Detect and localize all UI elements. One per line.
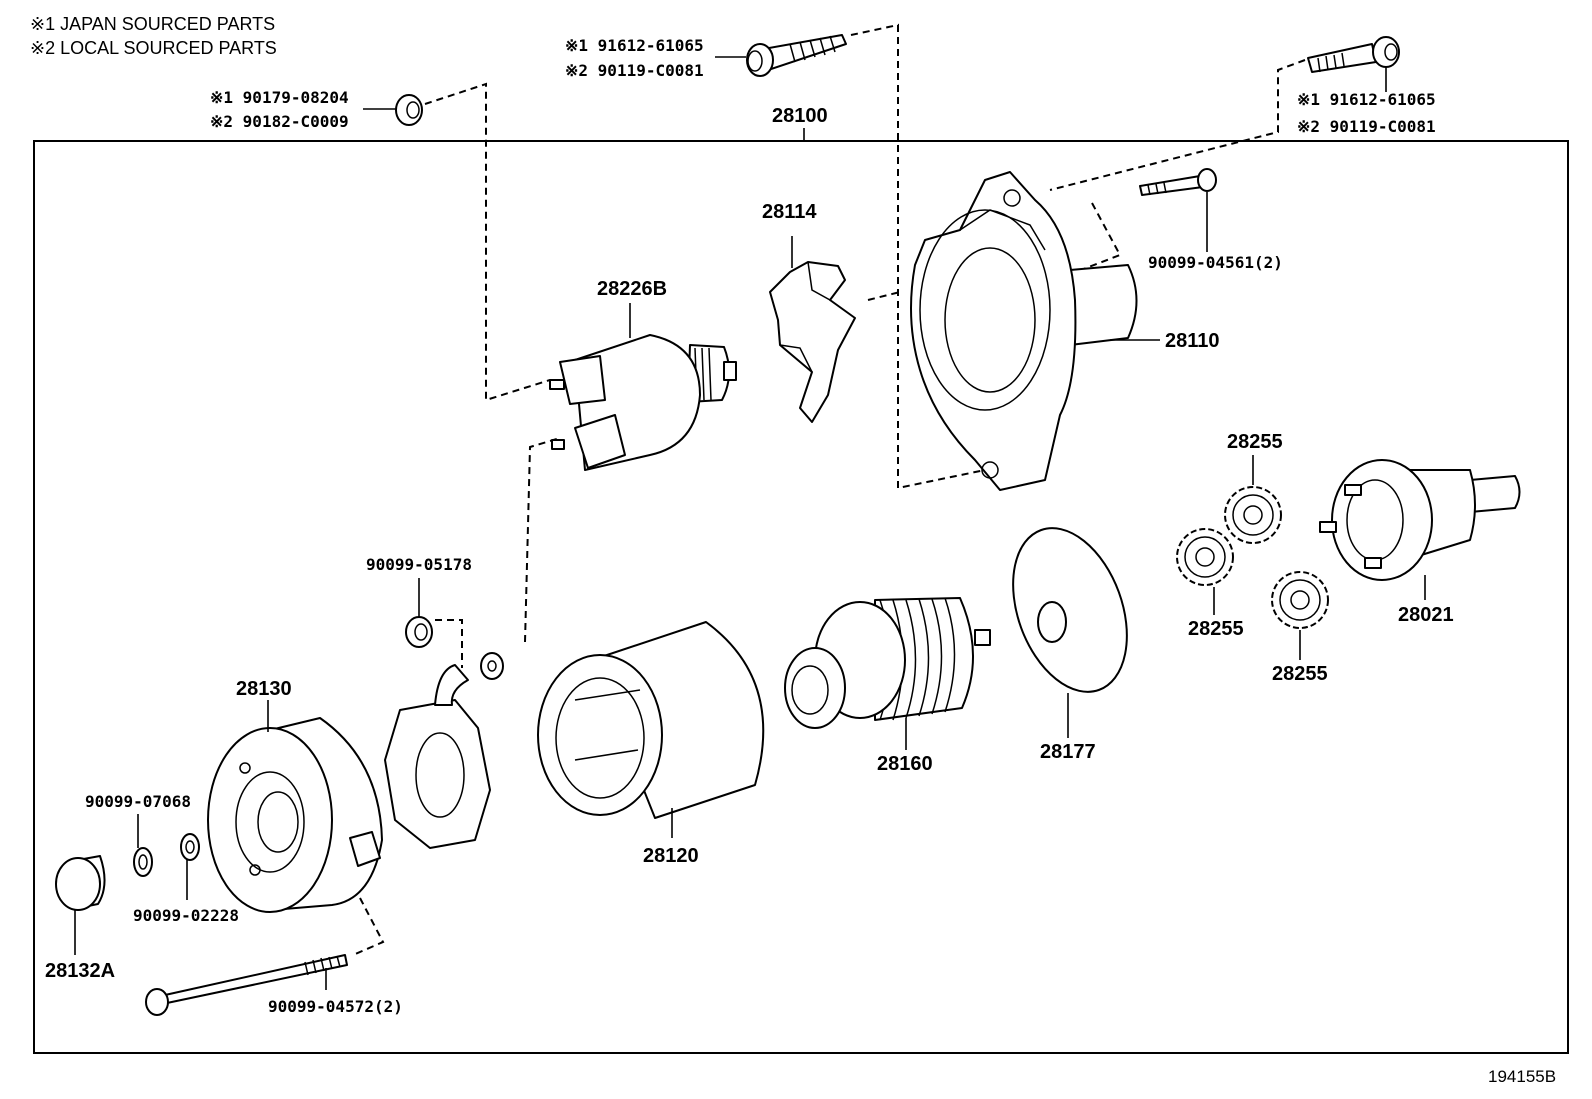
label-28130: 28130: [236, 678, 292, 700]
solenoid-icon: [549, 334, 737, 471]
nut-05178-icon: [405, 616, 433, 648]
gear-icon: [1271, 571, 1329, 629]
lever-icon: [769, 261, 856, 423]
armature-icon: [784, 597, 991, 729]
label-28120: 28120: [643, 845, 699, 867]
label-nut-japan: ※1 90179-08204: [210, 88, 349, 107]
planetary-shaft-icon: [1319, 459, 1521, 581]
label-28160: 28160: [877, 753, 933, 775]
label-28177: 28177: [1040, 741, 1096, 763]
label-28110: 28110: [1165, 330, 1220, 352]
bolt-top-icon: [746, 34, 847, 77]
label-washer-02228: 90099-02228: [133, 906, 239, 925]
label-28255-bottom: 28255: [1272, 663, 1328, 685]
plate-icon: [1012, 527, 1128, 693]
label-nut-local: ※2 90182-C0009: [210, 112, 349, 131]
end-frame-icon: [207, 717, 383, 913]
nut-90179-icon: [395, 94, 423, 126]
label-28100: 28100: [772, 105, 828, 127]
gear-icon: [1176, 528, 1234, 586]
label-bolt-right-japan: ※1 91612-61065: [1297, 90, 1436, 109]
label-washer-07068: 90099-07068: [85, 792, 191, 811]
washer-icon: [480, 652, 504, 680]
note-local-sourced: ※2 LOCAL SOURCED PARTS: [30, 38, 277, 58]
label-nut-05178: 90099-05178: [366, 555, 472, 574]
brush-holder-icon: [384, 664, 491, 849]
label-28021: 28021: [1398, 604, 1454, 626]
label-bolt-04572: 90099-04572(2): [268, 997, 403, 1016]
assembly-frame: [33, 140, 1569, 1054]
cap-icon: [55, 855, 106, 911]
starter-housing-icon: [910, 171, 1138, 491]
bolt-04561-icon: [1139, 168, 1217, 196]
label-28255-left: 28255: [1188, 618, 1244, 640]
label-bolt-top-japan: ※1 91612-61065: [565, 36, 704, 55]
note-japan-sourced: ※1 JAPAN SOURCED PARTS: [30, 14, 275, 34]
through-bolt-icon: [145, 954, 348, 1016]
washer-icon: [133, 847, 153, 877]
gear-icon: [1224, 486, 1282, 544]
yoke-icon: [537, 621, 765, 819]
label-28226b: 28226B: [597, 278, 667, 300]
label-bolt-right-local: ※2 90119-C0081: [1297, 117, 1436, 136]
label-bolt-top-local: ※2 90119-C0081: [565, 61, 704, 80]
label-28132a: 28132A: [45, 960, 115, 982]
label-28255-top: 28255: [1227, 431, 1283, 453]
label-28114: 28114: [762, 201, 817, 223]
bolt-right-icon: [1307, 36, 1400, 73]
label-bolt-04561: 90099-04561(2): [1148, 253, 1283, 272]
figure-id: 194155B: [1488, 1067, 1556, 1086]
washer-icon: [180, 833, 200, 861]
dashed-guides: [352, 23, 1306, 956]
